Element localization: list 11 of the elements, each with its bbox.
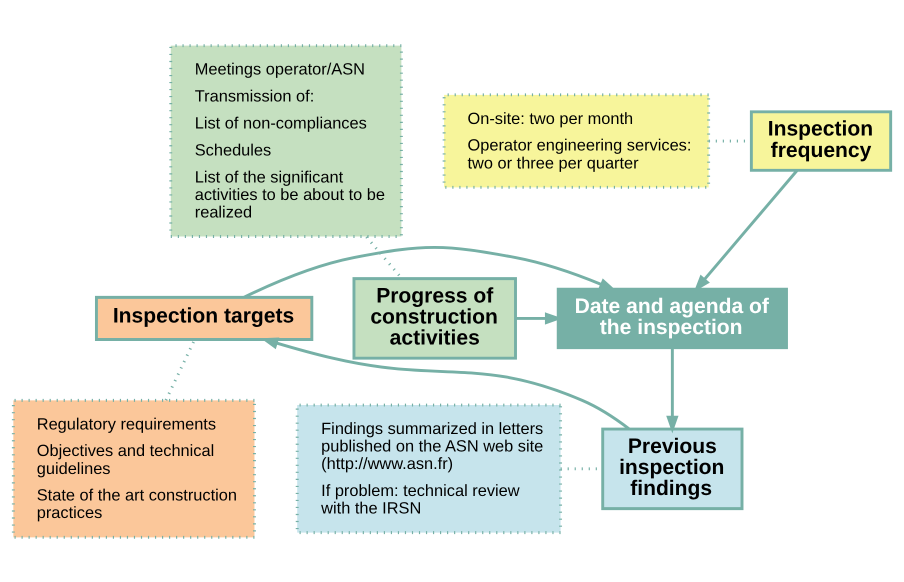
node-box: Date and agenda of the inspection (556, 287, 788, 349)
arrow (666, 347, 679, 433)
node-box: Findings summarized in letters published on the ASN web site (http://www.asn.fr) If problem: technical review with the IRSN (296, 403, 562, 534)
node-box: Meetings operator/ASN Transmission of: List of non-compliances Schedules List of the significant activities to be about to be realized (169, 44, 403, 238)
node-box: Progress of construction activities (352, 276, 517, 360)
node-box: Inspection targets (94, 295, 314, 340)
connector (365, 235, 403, 279)
node-box: Inspection frequency (750, 110, 892, 172)
node-box: Regulatory requirements Objectives and technical guidelines State of the art construction practices (12, 398, 256, 538)
node-box: Previous inspection findings (601, 427, 744, 510)
node-box: On-site: two per month Operator engineering services: two or three per quarter (442, 92, 710, 188)
